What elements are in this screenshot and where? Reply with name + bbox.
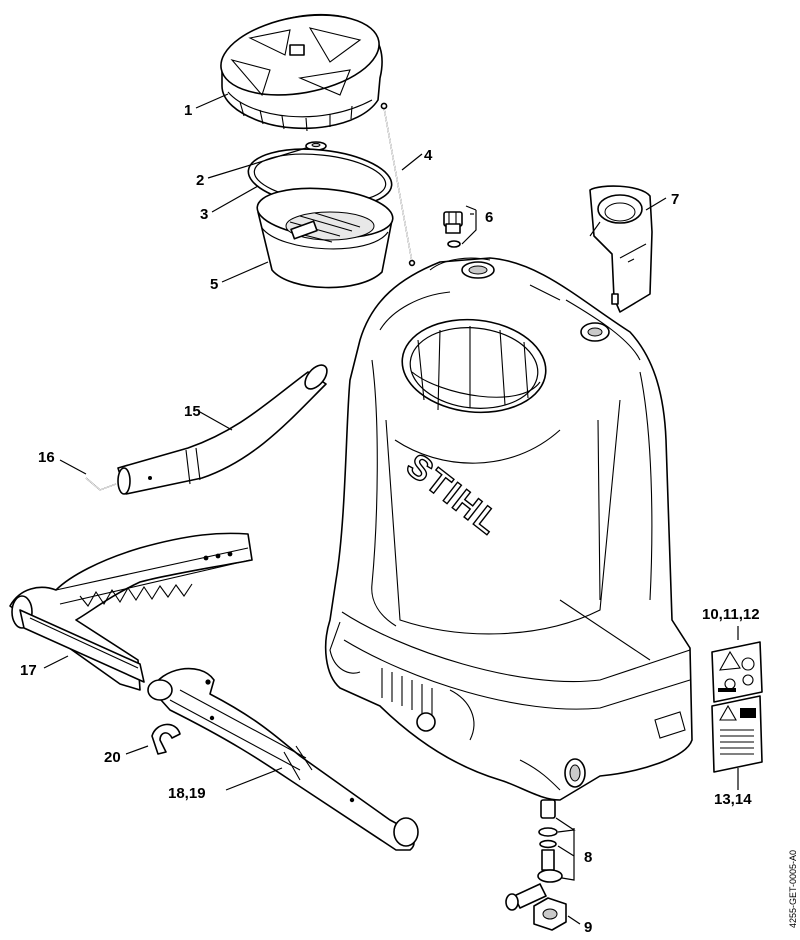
callout-20: 20 <box>104 749 121 766</box>
callout-7: 7 <box>671 191 679 208</box>
callout-13-14: 13,14 <box>714 791 752 808</box>
leader-lines <box>43 93 739 925</box>
callout-6: 6 <box>485 209 493 226</box>
sprayer-tank-body[interactable]: STIHL <box>324 257 693 801</box>
part-20-clip[interactable] <box>151 723 181 755</box>
callout-3: 3 <box>200 206 208 223</box>
callout-numbers: 1 2 3 4 5 6 7 8 9 10,11,12 13,14 15 16 1… <box>20 102 760 936</box>
drawing-code: 4255-GET-0005-A0 <box>788 850 798 928</box>
callout-18-19: 18,19 <box>168 785 206 802</box>
callout-15: 15 <box>184 403 201 420</box>
callout-17: 17 <box>20 662 37 679</box>
part-15-spray-tube[interactable] <box>117 361 331 495</box>
part-6-valve-fitting[interactable] <box>443 211 463 248</box>
callout-10-11-12: 10,11,12 <box>702 606 760 623</box>
callout-4: 4 <box>424 147 433 164</box>
part-9-nut[interactable] <box>533 897 567 931</box>
part-13-14-instruction-label[interactable] <box>711 695 763 773</box>
callout-5: 5 <box>210 276 218 293</box>
callout-1: 1 <box>184 102 192 119</box>
callout-8: 8 <box>584 849 592 866</box>
part-10-11-12-warning-label[interactable] <box>711 641 763 703</box>
part-1-tank-lid[interactable] <box>215 4 386 132</box>
part-5-filter-basket[interactable] <box>255 183 395 289</box>
part-8-fittings[interactable] <box>505 799 563 911</box>
part-17-carrying-frame[interactable] <box>9 532 253 691</box>
callout-16: 16 <box>38 449 55 466</box>
part-7-holder-clip[interactable] <box>589 185 653 313</box>
callout-2: 2 <box>196 172 204 189</box>
part-16-hook-pin[interactable] <box>85 477 117 491</box>
part-4-rod[interactable] <box>380 102 416 267</box>
callout-9: 9 <box>584 919 592 936</box>
part-18-19-handle[interactable] <box>147 667 419 851</box>
